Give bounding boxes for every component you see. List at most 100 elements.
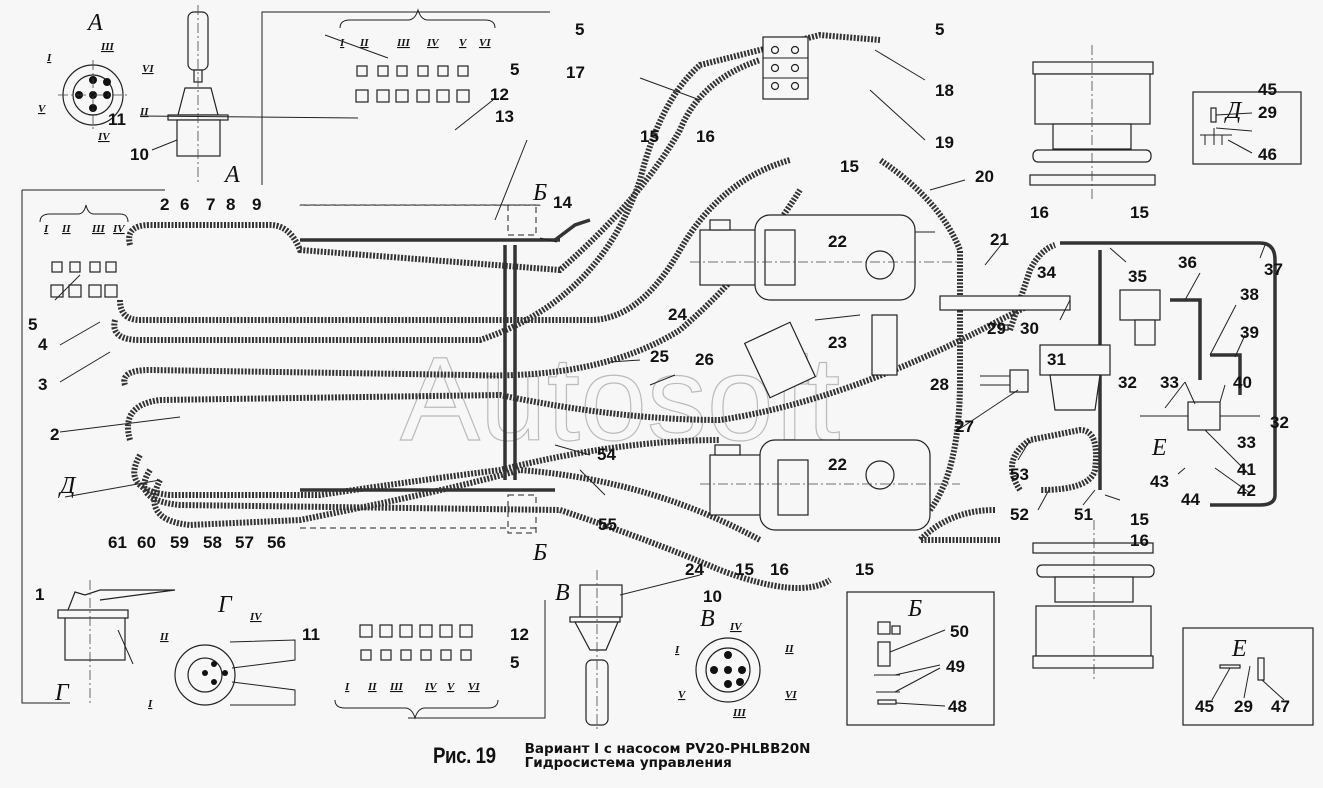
callout-20: 20 (975, 167, 994, 186)
callout-55: 55 (598, 515, 617, 534)
callout-25: 25 (650, 347, 669, 366)
nut-fitting (89, 261, 101, 273)
callout-13: 13 (495, 107, 514, 126)
svg-text:I: I (339, 37, 345, 49)
callout-24b: 24 (685, 560, 704, 579)
nut-fitting (380, 649, 392, 661)
nut-fitting (69, 261, 81, 273)
svg-text:VI: VI (468, 681, 480, 693)
callout-9: 9 (252, 195, 261, 214)
valve-23 (743, 314, 898, 399)
view-b-label-bottom: Б (532, 540, 547, 566)
callout-45b: 45 (1195, 697, 1214, 716)
tank-31 (999, 324, 1111, 411)
svg-text:II: II (159, 631, 169, 643)
callout-32b: 32 (1270, 413, 1289, 432)
callout-52: 52 (1010, 505, 1029, 524)
svg-text:VI: VI (479, 37, 491, 49)
nut-fitting (420, 649, 432, 661)
svg-text:IV: IV (112, 223, 126, 235)
view-v-label: В (700, 606, 715, 632)
nut-fitting (437, 65, 449, 77)
callout-24a: 24 (668, 305, 687, 324)
callout-4: 4 (38, 335, 48, 354)
callout-1: 1 (35, 585, 44, 604)
pump-22-bottom (700, 439, 960, 531)
svg-text:А: А (223, 162, 240, 188)
callout-29b: 29 (1258, 103, 1277, 122)
svg-text:III: III (389, 681, 404, 693)
svg-text:III: III (91, 223, 106, 235)
view-a-connector: А I VI III II V IV (38, 10, 154, 143)
nut-fitting (400, 649, 412, 661)
hose-fitting (379, 624, 393, 638)
svg-text:V: V (459, 37, 468, 49)
callout-6: 6 (180, 195, 189, 214)
view-d-label: Д (58, 473, 77, 499)
cylinder-bottom (1032, 520, 1155, 680)
view-e-label: Е (1151, 435, 1167, 461)
svg-text:IV: IV (426, 37, 440, 49)
figure-number: Рис. 19 (433, 743, 496, 768)
hose-fitting (456, 89, 470, 103)
callout-27: 27 (955, 417, 974, 436)
callout-60: 60 (137, 533, 156, 552)
svg-text:I: I (344, 681, 350, 693)
svg-text:VI: VI (142, 63, 154, 75)
figure-title-line2: Гидросистема управления (524, 755, 732, 771)
callout-47: 47 (1271, 697, 1290, 716)
svg-text:V: V (447, 681, 456, 693)
valve-1: Г (54, 580, 176, 706)
callout-15f: 15 (1130, 510, 1149, 529)
pump-22-top (690, 214, 960, 301)
svg-text:II: II (139, 106, 149, 118)
callout-11b: 11 (302, 625, 320, 644)
callout-14: 14 (553, 193, 572, 212)
joystick-bottom: В (555, 570, 623, 730)
leader-lines (54, 34, 1266, 665)
callout-56: 56 (267, 533, 286, 552)
view-b-label-top: Б (532, 180, 547, 206)
hose-fitting (376, 89, 390, 103)
inset-d: Д (1192, 91, 1302, 165)
figure-caption: Рис. 19 Вариант I с насосом PV20-PHLBB20… (433, 742, 810, 770)
callout-37: 37 (1264, 260, 1283, 279)
callout-15d: 15 (735, 560, 754, 579)
callout-39: 39 (1240, 323, 1259, 342)
left-connector-group: I II III IV (39, 204, 129, 298)
rod-34 (939, 289, 1161, 346)
inset-e: Е (1182, 627, 1314, 726)
callout-29c: 29 (1234, 697, 1253, 716)
hose-fitting (355, 89, 369, 103)
nut-fitting (440, 649, 452, 661)
block-40 (1140, 401, 1260, 431)
svg-text:IV: IV (424, 681, 438, 693)
svg-text:IV: IV (97, 131, 111, 143)
bottom-connector-group: I II III IV V VI (334, 624, 499, 720)
callout-23: 23 (828, 333, 847, 352)
callout-5b: 5 (28, 315, 37, 334)
callout-32a: 32 (1118, 373, 1137, 392)
callout-33a: 33 (1160, 373, 1179, 392)
svg-text:Е: Е (1231, 636, 1247, 662)
callout-10a: 10 (130, 145, 149, 164)
callout-59: 59 (170, 533, 189, 552)
callout-34: 34 (1037, 263, 1056, 282)
hose-fitting (436, 89, 450, 103)
callout-11a: 11 (108, 110, 126, 129)
callout-5d: 5 (935, 20, 944, 39)
callout-16b: 16 (1030, 203, 1049, 222)
callout-22b: 22 (828, 455, 847, 474)
inset-b: Б (846, 591, 995, 726)
callout-49: 49 (946, 657, 965, 676)
callout-26: 26 (695, 350, 714, 369)
hose-fitting (88, 284, 102, 298)
callout-22a: 22 (828, 232, 847, 251)
nut-fitting (396, 65, 408, 77)
top-connector-group: I II III IV V VI (339, 8, 496, 103)
svg-text:IV: IV (249, 611, 263, 623)
callout-2a: 2 (160, 195, 169, 214)
callout-44: 44 (1181, 490, 1200, 509)
